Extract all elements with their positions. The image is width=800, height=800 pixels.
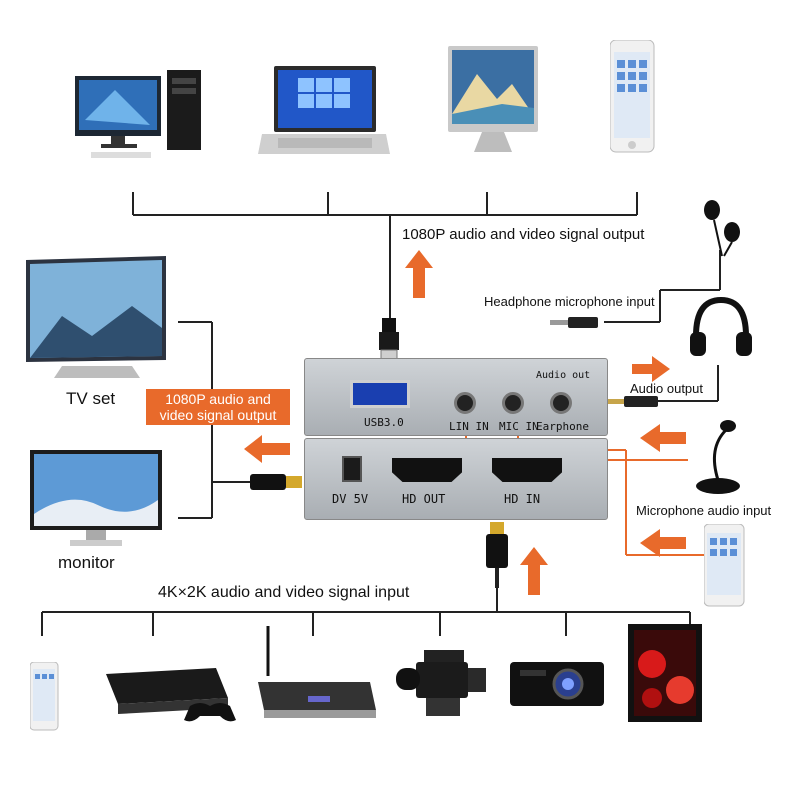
earbuds-icon bbox=[704, 200, 740, 257]
tv-set-icon bbox=[26, 256, 166, 378]
camcorder-icon bbox=[396, 650, 486, 716]
tv-set-label: TV set bbox=[66, 389, 116, 408]
left-output-label-line2: video signal output bbox=[159, 407, 277, 423]
hd-in-label: HD IN bbox=[504, 492, 541, 506]
all-in-one-pc-icon bbox=[448, 46, 538, 152]
hdmi-plug-icon bbox=[250, 474, 302, 490]
desktop-pc-icon bbox=[75, 70, 201, 158]
hdmi-plug-icon bbox=[486, 522, 508, 588]
left-output-label: 1080P audio and video signal output bbox=[146, 389, 290, 425]
lin-in-jack bbox=[454, 392, 476, 414]
dc-label: DV 5V bbox=[332, 492, 369, 506]
set-top-box-icon bbox=[258, 626, 376, 718]
gaming-pc-icon bbox=[628, 624, 702, 722]
hd-out-label: HD OUT bbox=[402, 492, 446, 506]
usb-port bbox=[350, 380, 410, 408]
headphones-icon bbox=[690, 296, 752, 356]
smartphone-icon bbox=[610, 40, 655, 153]
audio-jack-icon bbox=[550, 317, 598, 328]
hd-out-port bbox=[392, 458, 462, 482]
smartphone-icon bbox=[30, 662, 59, 731]
hd-in-port bbox=[492, 458, 562, 482]
earphone-jack bbox=[550, 392, 572, 414]
mic-in-jack bbox=[502, 392, 524, 414]
monitor-label: monitor bbox=[58, 553, 115, 572]
capture-device: USB3.0 LIN IN MIC IN Earphone Audio out … bbox=[304, 358, 608, 520]
projector-icon bbox=[510, 662, 604, 706]
monitor-icon bbox=[30, 450, 162, 546]
earphone-label: Earphone bbox=[536, 420, 589, 433]
headphone-mic-input-label: Headphone microphone input bbox=[484, 294, 655, 309]
left-output-label-line1: 1080P audio and bbox=[165, 391, 271, 407]
game-console-icon bbox=[106, 668, 236, 722]
audio-jack-icon bbox=[608, 396, 658, 407]
smartphone-icon bbox=[704, 524, 745, 607]
dc-port bbox=[342, 456, 362, 482]
audio-output-label: Audio output bbox=[630, 381, 704, 396]
lin-in-label: LIN IN bbox=[449, 420, 489, 433]
mic-in-label: MIC IN bbox=[499, 420, 539, 433]
bottom-input-label: 4K×2K audio and video signal input bbox=[158, 584, 410, 601]
laptop-icon bbox=[258, 66, 390, 154]
microphone-icon bbox=[696, 420, 740, 494]
usb-port-label: USB3.0 bbox=[364, 416, 404, 429]
audio-out-label: Audio out bbox=[536, 370, 591, 381]
microphone-audio-input-label: Microphone audio input bbox=[636, 503, 772, 518]
top-output-label: 1080P audio and video signal output bbox=[402, 226, 645, 243]
